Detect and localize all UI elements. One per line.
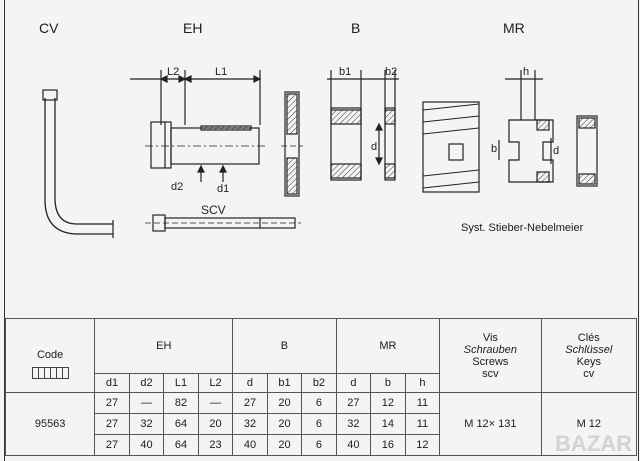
sub-b-mr: b	[370, 373, 406, 393]
label-b1: b1	[339, 66, 351, 78]
sub-l1: L1	[163, 373, 199, 393]
header-b: B	[351, 20, 361, 36]
label-h: h	[523, 66, 529, 78]
label-l1: L1	[215, 66, 227, 78]
cell: 16	[370, 434, 406, 456]
cell: 27	[94, 392, 130, 414]
cell: 32	[128, 413, 165, 435]
table-row: 27 40 64 23 40 20 6 40 16 12	[6, 434, 637, 456]
sub-l2: L2	[197, 373, 234, 393]
allen-key-drawing	[42, 89, 114, 238]
sub-b2: b2	[301, 373, 337, 393]
cell: 11	[404, 392, 441, 414]
scv-screw-drawing	[145, 214, 301, 232]
group-mr: MR	[335, 318, 441, 374]
cell: 82	[163, 392, 199, 414]
screws-en: Screws	[472, 355, 509, 368]
cell: 40	[128, 434, 165, 456]
header-cv: CV	[39, 20, 59, 36]
cell: 27	[335, 392, 372, 414]
cell: 23	[197, 434, 234, 456]
code-label: Code	[36, 349, 64, 361]
cell: 12	[404, 434, 441, 456]
cell: 12	[370, 392, 406, 414]
screws-code: scv	[482, 367, 499, 380]
cell: 27	[94, 434, 130, 456]
screws-de: Schrauben	[463, 343, 517, 356]
cell: 6	[301, 434, 337, 456]
cell: 6	[301, 413, 337, 435]
keys-code: cv	[583, 367, 595, 380]
keys-fr: Clés	[577, 331, 600, 344]
screws-fr: Vis	[482, 331, 498, 344]
code-header: Code	[4, 318, 96, 393]
cell: 20	[197, 413, 234, 435]
eh-bushing-drawing	[145, 121, 267, 182]
cell: 20	[266, 434, 303, 456]
code-value: 95563	[4, 392, 96, 456]
label-d2: d2	[171, 181, 183, 193]
label-b2: b2	[385, 66, 397, 78]
label-scv: SCV	[201, 203, 226, 217]
cell: 27	[232, 392, 268, 414]
label-d1: d1	[217, 183, 229, 195]
screws-header: Vis Schrauben Screws scv	[439, 318, 542, 393]
sub-d-mr: d	[335, 373, 372, 393]
cell: 11	[404, 413, 441, 435]
cell: 14	[370, 413, 406, 435]
table-row: 95563 27 — 82 — 27 20 6 27 12 11 M 12× 1…	[4, 392, 638, 456]
watermark-logo: BAZAR	[555, 431, 632, 456]
sub-d-b: d	[232, 373, 268, 393]
group-eh: EH	[94, 318, 234, 374]
screw-value: M 12× 131	[439, 392, 542, 456]
sub-d2: d2	[128, 373, 165, 393]
system-note: Syst. Stieber-Nebelmeier	[461, 222, 584, 234]
label-l2: L2	[167, 66, 179, 78]
table-row: 27 32 64 20 32 20 6 32 14 11	[6, 413, 637, 435]
cell: 20	[266, 413, 303, 435]
catalog-sheet: CV EH B MR	[4, 0, 639, 461]
group-b: B	[232, 318, 337, 374]
sub-h: h	[404, 373, 441, 393]
key-value: M 12	[540, 392, 638, 456]
cell: 6	[301, 392, 337, 414]
spec-table: Code EH B MR Vis Schrauben Screws scv Cl…	[4, 318, 638, 456]
b-washer-drawing	[327, 70, 399, 181]
keys-de: Schlüssel	[565, 343, 613, 356]
sub-b1: b1	[266, 373, 303, 393]
code-boxes	[31, 367, 69, 379]
keys-header: Clés Schlüssel Keys cv	[540, 318, 638, 393]
technical-drawing: L2 L1 b1 b2 h d d b d2 d1 SCV	[42, 66, 598, 238]
mr-rail-drawing	[422, 70, 598, 193]
header-eh: EH	[183, 20, 203, 36]
cell: 40	[232, 434, 268, 456]
keys-en: Keys	[576, 355, 602, 368]
sub-d1: d1	[94, 373, 130, 393]
label-d-mr: d	[553, 145, 559, 157]
cell: 32	[335, 413, 372, 435]
cell: —	[197, 392, 234, 414]
label-b-mr: b	[491, 143, 497, 155]
cell: 27	[94, 413, 130, 435]
cell: 64	[163, 434, 199, 456]
cell: 20	[266, 392, 303, 414]
header-mr: MR	[503, 20, 525, 36]
cell: —	[128, 392, 165, 414]
eh-profile-drawing	[281, 91, 303, 197]
cell: 64	[163, 413, 199, 435]
cell: 32	[232, 413, 268, 435]
label-d-b: d	[371, 141, 377, 153]
cell: 40	[335, 434, 372, 456]
